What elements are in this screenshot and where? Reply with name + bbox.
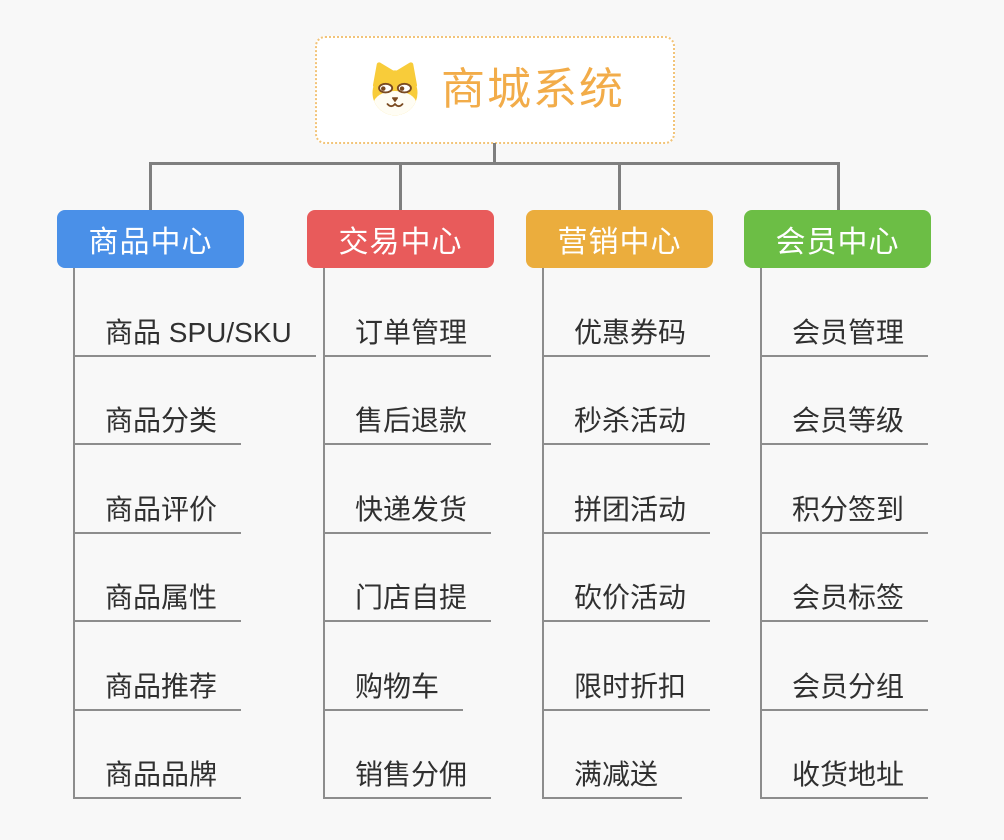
branch-children: 优惠券码秒杀活动拼团活动砍价活动限时折扣满减送 <box>542 268 711 799</box>
branch-topic-label: 商品中心 <box>88 226 213 259</box>
child-topic-label: 砍价活动 <box>574 582 687 613</box>
child-topic[interactable]: 会员标签 <box>762 534 929 622</box>
child-topic-label: 会员等级 <box>792 405 905 436</box>
branch-topic-label: 会员中心 <box>775 226 900 259</box>
child-topic-label: 门店自提 <box>355 582 468 613</box>
child-topic-label: 购物车 <box>355 670 440 702</box>
child-topic[interactable]: 商品评价 <box>75 445 242 534</box>
root-node[interactable]: 商城系统 <box>315 36 675 144</box>
child-topic[interactable]: 会员等级 <box>762 357 929 445</box>
child-topic-label: 限时折扣 <box>574 670 687 702</box>
child-topic-label: 拼团活动 <box>574 493 687 525</box>
branch-children: 商品 SPU/SKU 商品分类商品评价商品属性商品推荐商品品牌 <box>73 268 316 799</box>
branch: 会员中心 会员管理会员等级积分签到会员标签会员分组收货地址 <box>744 210 931 799</box>
child-topic[interactable]: 积分签到 <box>762 445 929 534</box>
child-topic[interactable]: 收货地址 <box>762 711 929 799</box>
child-topic[interactable]: 拼团活动 <box>544 445 711 534</box>
connector-drop-marketing <box>618 164 621 210</box>
child-topic[interactable]: 限时折扣 <box>544 622 711 711</box>
child-topic[interactable]: 商品品牌 <box>75 711 242 799</box>
child-topic[interactable]: 商品推荐 <box>75 622 242 711</box>
branch-topic-label: 营销中心 <box>557 226 682 259</box>
child-topic[interactable]: 商品属性 <box>75 534 242 622</box>
connector-horizontal-bus <box>149 162 840 165</box>
child-topic[interactable]: 优惠券码 <box>544 268 711 357</box>
child-topic-label: 商品分类 <box>105 405 218 436</box>
branch: 营销中心 优惠券码秒杀活动拼团活动砍价活动限时折扣满减送 <box>526 210 713 799</box>
child-topic-label: 会员标签 <box>792 582 905 613</box>
child-topic[interactable]: 满减送 <box>544 711 683 799</box>
connector-drop-members <box>837 164 840 210</box>
child-topic-label: 商品属性 <box>105 582 218 613</box>
child-topic[interactable]: 快递发货 <box>325 445 492 534</box>
child-topic[interactable]: 售后退款 <box>325 357 492 445</box>
child-topic[interactable]: 销售分佣 <box>325 711 492 799</box>
branch: 商品中心 商品 SPU/SKU 商品分类商品评价商品属性商品推荐商品品牌 <box>57 210 316 799</box>
child-topic[interactable]: 会员分组 <box>762 622 929 711</box>
child-topic-label: 商品品牌 <box>105 759 218 790</box>
child-topic[interactable]: 购物车 <box>325 622 464 711</box>
child-topic[interactable]: 商品 SPU/SKU <box>75 268 316 357</box>
branch-topic[interactable]: 交易中心 <box>307 210 494 268</box>
child-topic-label: 销售分佣 <box>355 759 468 790</box>
child-topic-label: 会员管理 <box>792 316 905 348</box>
connector-root-vertical <box>493 143 496 163</box>
child-topic-label: 商品评价 <box>105 493 218 525</box>
child-topic[interactable]: 订单管理 <box>325 268 492 357</box>
branch: 交易中心 订单管理售后退款快递发货门店自提购物车销售分佣 <box>307 210 494 799</box>
shiba-dog-icon <box>372 62 418 116</box>
child-topic-label: 积分签到 <box>792 493 905 525</box>
branch-children: 会员管理会员等级积分签到会员标签会员分组收货地址 <box>760 268 929 799</box>
child-topic-label: 优惠券码 <box>574 316 687 348</box>
child-topic-label: 秒杀活动 <box>574 405 687 436</box>
child-topic[interactable]: 秒杀活动 <box>544 357 711 445</box>
child-topic[interactable]: 门店自提 <box>325 534 492 622</box>
child-topic-label: 满减送 <box>574 759 659 790</box>
child-topic-label: 商品 SPU/SKU <box>105 316 292 348</box>
child-topic[interactable]: 会员管理 <box>762 268 929 357</box>
branch-children: 订单管理售后退款快递发货门店自提购物车销售分佣 <box>323 268 492 799</box>
connector-drop-trade <box>399 164 402 210</box>
branch-topic-label: 交易中心 <box>338 226 463 259</box>
root-title: 商城系统 <box>441 65 625 114</box>
branch-topic[interactable]: 会员中心 <box>744 210 931 268</box>
child-topic[interactable]: 商品分类 <box>75 357 242 445</box>
child-topic[interactable]: 砍价活动 <box>544 534 711 622</box>
child-topic-label: 订单管理 <box>355 316 468 348</box>
connector-drop-products <box>149 164 152 210</box>
branch-topic[interactable]: 营销中心 <box>526 210 713 268</box>
child-topic-label: 会员分组 <box>792 670 905 702</box>
child-topic-label: 商品推荐 <box>105 670 218 702</box>
child-topic-label: 售后退款 <box>355 405 468 436</box>
child-topic-label: 快递发货 <box>355 493 468 525</box>
child-topic-label: 收货地址 <box>792 759 905 790</box>
branch-topic[interactable]: 商品中心 <box>57 210 244 268</box>
